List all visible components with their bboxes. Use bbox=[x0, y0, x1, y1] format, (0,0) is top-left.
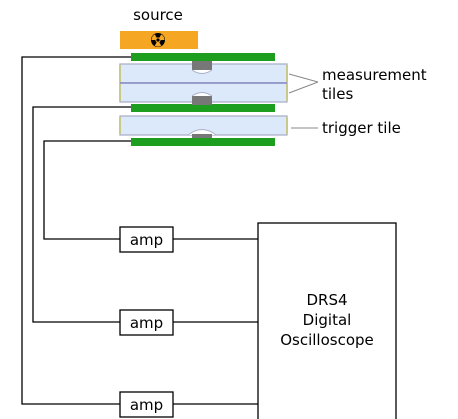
wire-trigger bbox=[43, 140, 131, 240]
pcb-board-1 bbox=[131, 53, 275, 61]
sensor-2 bbox=[192, 96, 212, 105]
source-label: source bbox=[133, 6, 183, 24]
wires bbox=[21, 56, 258, 405]
measurement-leader-2 bbox=[288, 81, 319, 94]
oscilloscope-label-line2: Digital bbox=[303, 311, 352, 329]
measurement-tiles-label-line2: tiles bbox=[322, 85, 353, 103]
oscilloscope-box bbox=[257, 222, 397, 419]
amp-box-3 bbox=[119, 391, 174, 418]
amp-label-1: amp bbox=[130, 231, 163, 249]
measurement-leader-1 bbox=[288, 73, 319, 83]
radiation-icon bbox=[151, 33, 165, 47]
sensor-3 bbox=[192, 134, 212, 138]
amp-label-3: amp bbox=[130, 396, 163, 414]
trigger-tile-label: trigger tile bbox=[322, 119, 401, 137]
pcb-board-3 bbox=[131, 138, 275, 146]
amp-box-2 bbox=[119, 309, 174, 336]
wire-tile1 bbox=[21, 56, 131, 405]
pcb-board-2 bbox=[131, 104, 275, 112]
oscilloscope-label-line1: DRS4 bbox=[306, 291, 347, 309]
wire-tile2 bbox=[32, 106, 131, 323]
sensor-1 bbox=[192, 61, 212, 70]
measurement-tiles-label-line1: measurement bbox=[322, 66, 427, 84]
amp-label-2: amp bbox=[130, 314, 163, 332]
oscilloscope-label-line3: Oscilloscope bbox=[280, 331, 374, 349]
amp-box-1 bbox=[119, 226, 174, 253]
